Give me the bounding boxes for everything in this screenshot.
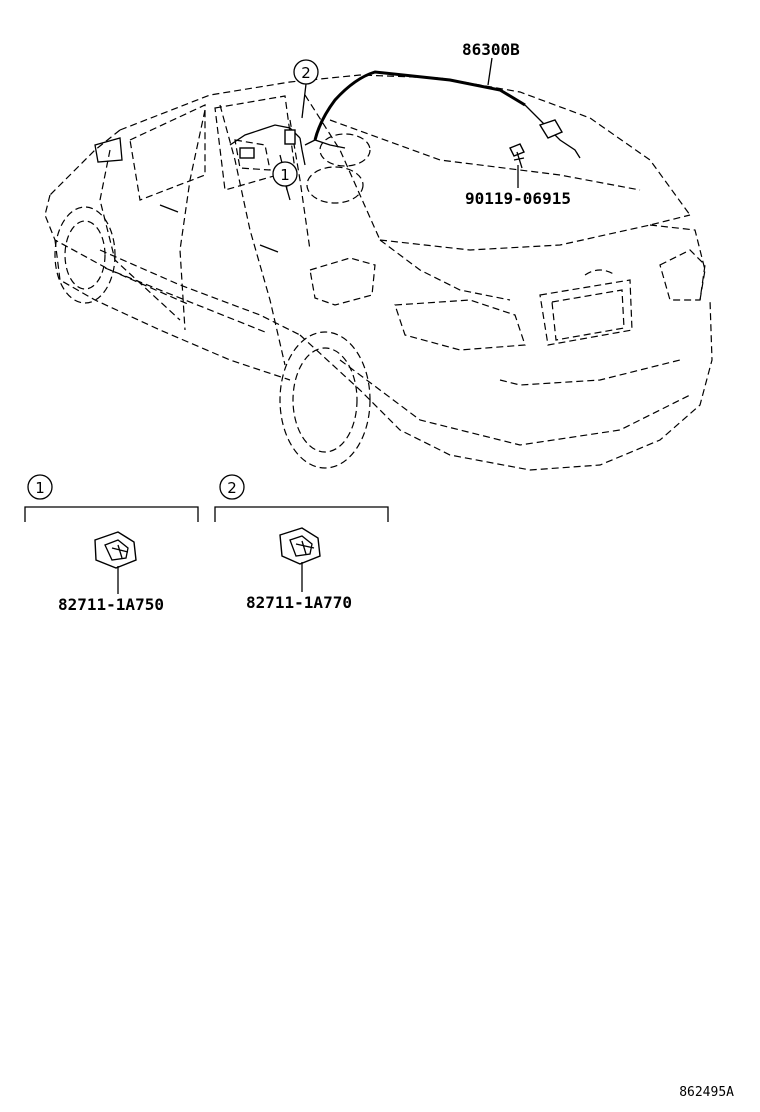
label-connector-2: 82711-1A770	[246, 593, 352, 612]
detail-2-number: 2	[227, 479, 237, 497]
antenna-wire	[304, 70, 581, 159]
label-connector-1: 82711-1A750	[58, 595, 164, 614]
leader-callout-2	[301, 83, 307, 119]
detail-1-number: 1	[35, 479, 45, 497]
screw-part	[509, 143, 525, 169]
callout-2-text: 2	[301, 64, 311, 82]
label-antenna-assembly: 86300B	[462, 40, 520, 59]
figure-code: 862495A	[679, 1085, 734, 1100]
detail-group-1: 1 82711-1A750	[24, 474, 199, 614]
callout-1-on-car: 1	[272, 161, 298, 187]
leader-antenna	[487, 57, 493, 86]
callout-2-on-car: 2	[293, 59, 319, 85]
detail-group-2: 2 82711-1A770	[214, 474, 389, 612]
callout-1-text: 1	[280, 166, 290, 184]
label-screw: 90119-06915	[465, 189, 571, 208]
car-illustration	[44, 74, 713, 471]
leader-callout-1	[285, 185, 291, 201]
